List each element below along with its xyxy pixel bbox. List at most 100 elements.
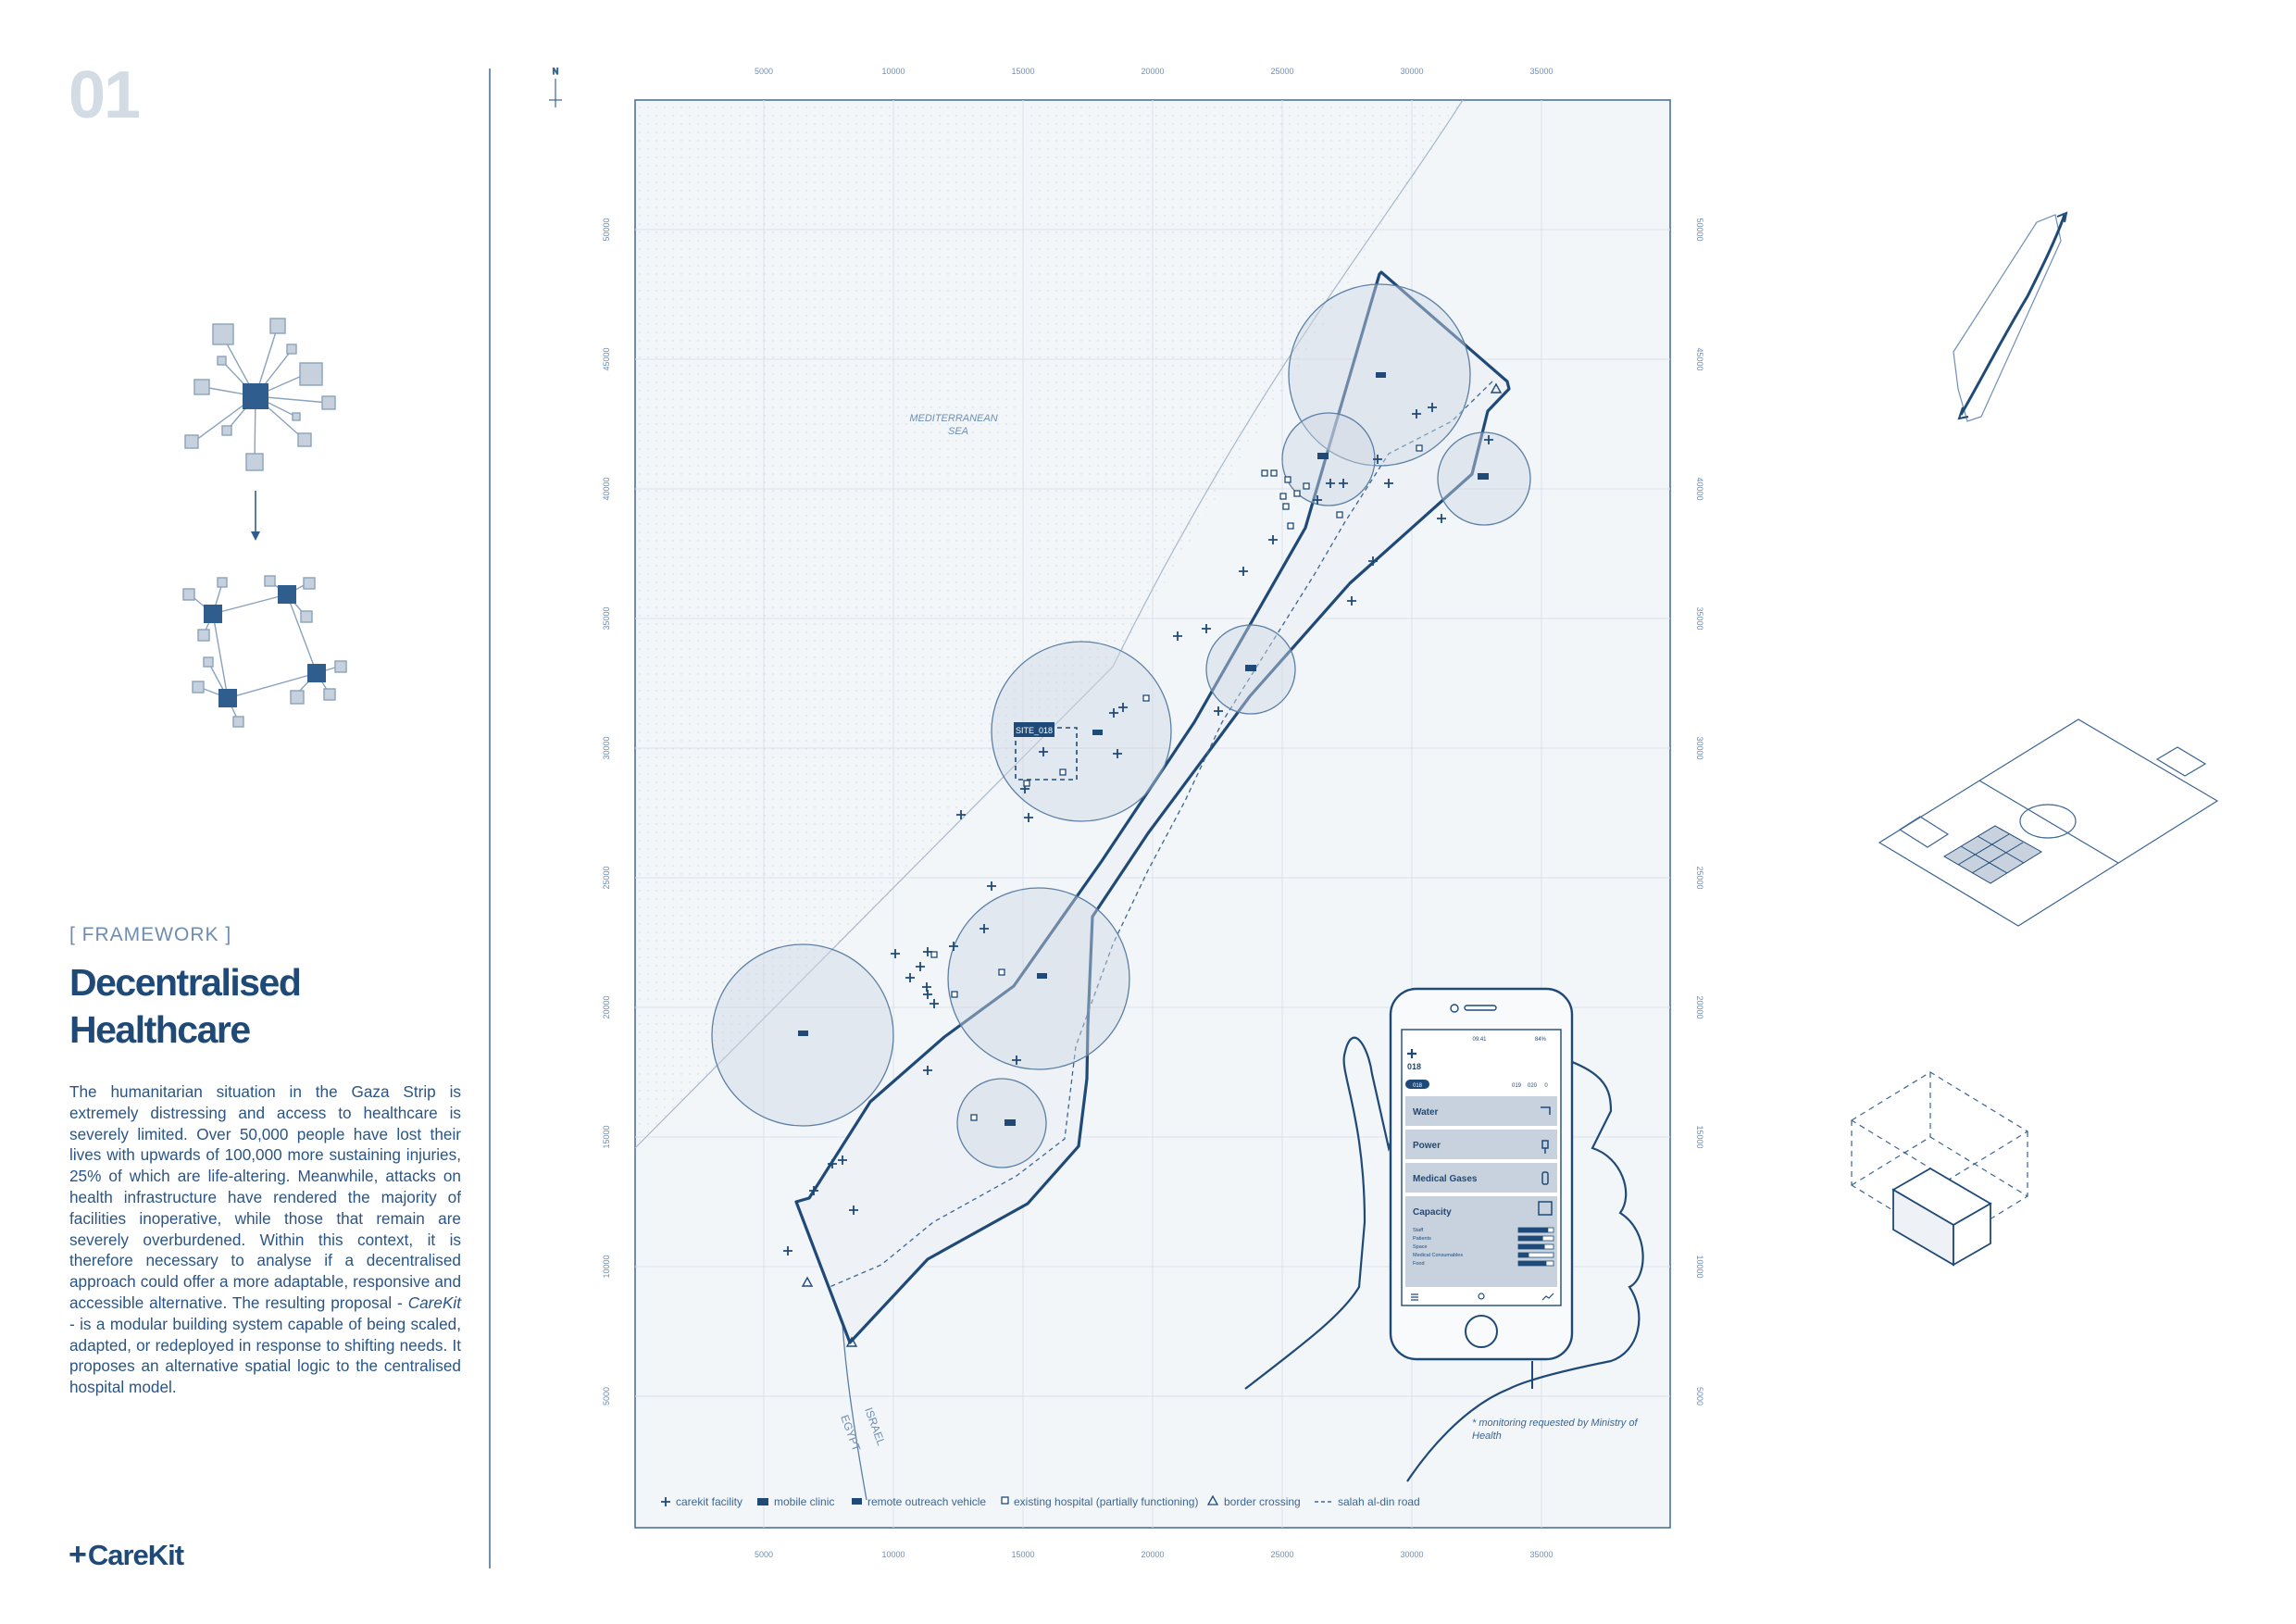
capacity-bar-fill (1518, 1253, 1529, 1257)
tab-active-label: 018 (1413, 1083, 1423, 1089)
body-text-1: The humanitarian situation in the Gaza S… (69, 1082, 461, 1312)
sea-label-1: MEDITERRANEAN (909, 413, 997, 424)
y-tick-right: 10000 (1695, 1255, 1704, 1278)
plug-icon (1541, 1140, 1549, 1154)
centralised-network (184, 318, 336, 471)
capacity-bar-fill (1518, 1244, 1545, 1249)
location-pin-icon[interactable] (1478, 1293, 1485, 1300)
capacity-item-label: Food (1413, 1261, 1425, 1267)
water-tap-icon (1541, 1106, 1551, 1115)
capacity-icon (1538, 1201, 1553, 1216)
medical-cross-icon (1407, 1049, 1416, 1058)
capacity-item-label: Medical Consumables (1413, 1253, 1463, 1258)
north-label: N (553, 67, 559, 76)
map-legend: carekit facility mobile clinic remote ou… (661, 1494, 1420, 1508)
carekit-logo: +CareKit (69, 1537, 184, 1573)
network-diagram (182, 318, 347, 728)
y-tick-left: 5000 (602, 1387, 611, 1405)
x-ticks-bottom: 5000 10000 15000 20000 25000 30000 35000 (755, 1550, 1554, 1559)
legend-label: salah al-din road (1338, 1495, 1420, 1508)
legend-label: border crossing (1224, 1495, 1301, 1508)
y-tick-right: 35000 (1695, 606, 1704, 630)
body-text-em: CareKit (407, 1293, 461, 1312)
page-title: Decentralised Healthcare (69, 959, 302, 1054)
strip-mini-map (1953, 211, 2068, 422)
isometric-drawings (1850, 211, 2219, 1267)
x-tick-top: 30000 (1400, 67, 1423, 76)
x-tick-bottom: 5000 (755, 1550, 773, 1559)
outreach-vehicle-markers (798, 372, 1386, 1036)
title-line-1: Decentralised (69, 961, 302, 1004)
site-marker: SITE_018 (1014, 722, 1078, 781)
coastline (634, 99, 1464, 1149)
legend-label: mobile clinic (774, 1495, 834, 1508)
y-tick-right: 15000 (1695, 1125, 1704, 1148)
y-tick-right: 40000 (1695, 477, 1704, 500)
arrow-down-icon (251, 491, 260, 541)
border-crossing-icon (1206, 1494, 1219, 1505)
phone-status-battery: 84% (1535, 1037, 1547, 1043)
y-ticks-right: 50000 45000 40000 35000 30000 25000 2000… (1695, 218, 1704, 1405)
section-tag: [ FRAMEWORK ] (69, 924, 232, 945)
gas-cylinder-icon (1541, 1171, 1549, 1185)
existing-hospital-icon (1001, 1496, 1009, 1505)
row-power[interactable] (1405, 1130, 1557, 1159)
football-pitch (1878, 718, 2219, 927)
hand-outline (1244, 1035, 1644, 1482)
row-capacity[interactable] (1405, 1196, 1557, 1287)
row-medical-gases-label: Medical Gases (1413, 1174, 1478, 1184)
capacity-bar-fill (1518, 1261, 1547, 1266)
north-arrow-icon: N (549, 66, 562, 107)
y-tick-left: 15000 (602, 1125, 611, 1148)
row-water[interactable] (1405, 1096, 1557, 1126)
x-tick-top: 15000 (1011, 67, 1034, 76)
arrow-down-left-icon (1957, 406, 1969, 420)
legend-label: existing hospital (partially functioning… (1014, 1495, 1198, 1508)
y-tick-left: 25000 (602, 866, 611, 889)
tab-active[interactable] (1405, 1080, 1429, 1089)
mobile-clinic-icon (757, 1498, 768, 1505)
trend-chart-icon[interactable] (1541, 1293, 1554, 1301)
y-tick-right: 5000 (1695, 1387, 1704, 1405)
y-tick-left: 35000 (602, 606, 611, 630)
row-water-label: Water (1413, 1107, 1439, 1118)
carekit-facility-markers (783, 403, 1493, 1255)
x-tick-top: 20000 (1141, 67, 1164, 76)
x-tick-bottom: 15000 (1011, 1550, 1034, 1559)
phone-status-time: 09:41 (1472, 1037, 1487, 1043)
legend-label: carekit facility (676, 1495, 742, 1508)
y-tick-left: 30000 (602, 736, 611, 759)
vertical-divider (489, 69, 491, 1568)
note-line-1: * monitoring requested by Ministry of (1472, 1418, 1638, 1429)
x-tick-bottom: 25000 (1270, 1550, 1293, 1559)
carekit-facility-icon (661, 1497, 670, 1506)
gaza-map: N 5000 10000 15000 20000 25000 30000 350… (549, 66, 1704, 1559)
y-tick-right: 45000 (1695, 347, 1704, 370)
x-tick-bottom: 30000 (1400, 1550, 1423, 1559)
row-medical-gases[interactable] (1405, 1163, 1557, 1193)
row-power-label: Power (1413, 1141, 1441, 1151)
body-text-2: - is a modular building system capable o… (69, 1314, 461, 1397)
menu-icon[interactable] (1411, 1293, 1418, 1301)
note-line-2: Health (1472, 1430, 1502, 1442)
plus-icon: + (69, 1537, 87, 1572)
phone-mockup: 09:41 84% 018 018 019 020 0 Water Power … (1389, 987, 1574, 1361)
title-line-2: Healthcare (69, 1008, 251, 1051)
x-tick-top: 25000 (1270, 67, 1293, 76)
y-tick-left: 50000 (602, 218, 611, 241)
sea-label-2: SEA (948, 426, 968, 437)
x-tick-top: 10000 (881, 67, 905, 76)
capacity-bar-fill (1518, 1236, 1543, 1241)
sea-area (635, 100, 1463, 1148)
salah-al-din-road (829, 381, 1493, 1288)
tab-4: 0 (1544, 1083, 1548, 1089)
capacity-bar-fill (1518, 1228, 1549, 1232)
capacity-item-label: Staff (1413, 1228, 1424, 1233)
x-tick-bottom: 35000 (1529, 1550, 1553, 1559)
y-tick-left: 45000 (602, 347, 611, 370)
module-box (1891, 1167, 1992, 1267)
legend-label: remote outreach vehicle (867, 1495, 986, 1508)
tab-3: 020 (1528, 1083, 1538, 1089)
tab-2: 019 (1512, 1083, 1522, 1089)
